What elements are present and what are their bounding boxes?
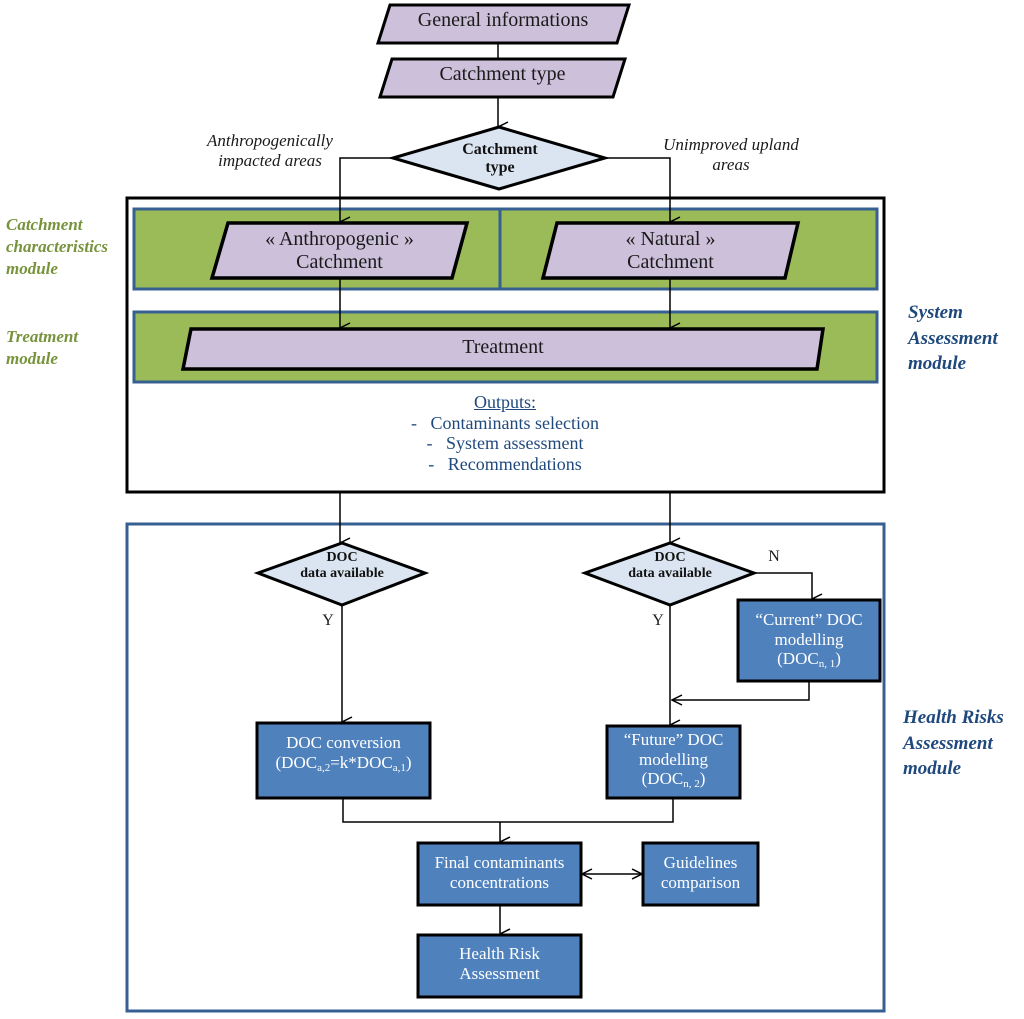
catchment-type-input-shape: [377, 57, 628, 99]
outputs-item: - Recommendations: [300, 454, 710, 475]
doc-decision-left-label: DOC data available: [282, 550, 402, 582]
tm-line1: Treatment: [6, 327, 79, 346]
anthropogenic-catchment-label: « Anthropogenic » Catchment: [212, 228, 467, 274]
anthro-line1: « Anthropogenic »: [265, 228, 414, 250]
hra-line1: Health Risk: [459, 944, 540, 963]
treatment-shape: [180, 327, 826, 371]
decision-line2: type: [485, 159, 515, 177]
docconv-line1: DOC conversion: [286, 733, 401, 752]
health-risk-assessment-box: [416, 933, 583, 999]
current-doc-box: [736, 598, 882, 683]
general-info-shape: [375, 3, 632, 45]
bullet-dash: -: [426, 433, 433, 454]
final-concentrations-label: Final contaminants concentrations: [418, 853, 581, 892]
branch-right-line1: Unimproved upland: [663, 135, 799, 154]
yes-label-right: Y: [652, 612, 664, 629]
natural-line2: Catchment: [627, 251, 714, 273]
future-line1: “Future” DOC: [623, 730, 724, 749]
treatment-module-label: Treatment module: [6, 326, 126, 370]
ccm-line1: Catchment: [6, 215, 83, 234]
guide-line2: comparison: [660, 872, 741, 892]
output-item-text: Contaminants selection: [430, 412, 599, 433]
future-doc-box: [605, 724, 742, 800]
catchment-type-decision-shape: [387, 125, 611, 191]
no-label: N: [768, 548, 780, 565]
branch-right-line2: areas: [712, 154, 750, 174]
health-risk-assessment-label: Health Risk Assessment: [418, 944, 581, 983]
anthro-line2: Catchment: [296, 251, 383, 273]
natural-catchment-label: « Natural » Catchment: [543, 228, 798, 274]
guide-line1: Guidelines: [663, 853, 738, 872]
natural-catchment-shape: [540, 221, 801, 280]
branch-label-anthropogenic: Anthropogenically impacted areas: [180, 131, 360, 170]
health-risks-frame: [125, 522, 886, 1013]
yes-label-left: Y: [322, 612, 334, 629]
current-doc-label: “Current” DOC modelling (DOCn, 1): [738, 610, 880, 671]
hrm-line2: Assessment: [903, 732, 993, 754]
docr-line1: DOC: [654, 550, 686, 565]
anthropogenic-catchment-shape: [209, 221, 470, 280]
outputs-item: - System assessment: [300, 433, 710, 454]
ccm-line2: characteristics: [6, 237, 108, 257]
general-info-label: General informations: [417, 9, 589, 31]
future-line2: modelling: [639, 749, 708, 769]
catchment-type-decision-label: Catchment type: [420, 141, 580, 178]
decision-line1: Catchment: [462, 141, 538, 158]
guidelines-label: Guidelines comparison: [643, 853, 758, 892]
docr-line2: data available: [628, 566, 712, 582]
health-risks-module-label: Health Risks Assessment module: [903, 705, 1024, 782]
doc-conversion-box: [255, 721, 432, 800]
hrm-line3: module: [903, 758, 962, 780]
catchment-characteristics-module-label: Catchment characteristics module: [6, 214, 126, 280]
sam-line1: System: [908, 302, 963, 323]
sam-line3: module: [908, 353, 967, 375]
final-concentrations-box: [416, 841, 583, 907]
hra-line2: Assessment: [459, 963, 540, 983]
tm-line2: module: [6, 349, 58, 369]
outputs-title: Outputs:: [473, 392, 536, 412]
docconv-formula: (DOCa,2=k*DOCa,1): [275, 752, 412, 774]
outputs-list: Outputs: - Contaminants selection - Syst…: [300, 392, 710, 475]
outputs-item: - Contaminants selection: [300, 413, 710, 434]
final-line1: Final contaminants: [434, 853, 565, 872]
sam-line2: Assessment: [908, 327, 998, 349]
bullet-dash: -: [411, 412, 418, 433]
output-item-text: System assessment: [446, 433, 584, 454]
branch-left-line1: Anthropogenically: [207, 131, 333, 150]
bullet-dash: -: [428, 454, 435, 475]
doc-conversion-label: DOC conversion (DOCa,2=k*DOCa,1): [257, 733, 430, 774]
ccm-line3: module: [6, 259, 58, 279]
future-line3: (DOCn, 2): [641, 769, 706, 791]
hrm-line1: Health Risks: [903, 707, 1004, 728]
guidelines-box: [641, 841, 760, 907]
branch-label-upland: Unimproved upland areas: [636, 135, 826, 174]
current-line2: modelling: [774, 629, 844, 649]
future-doc-label: “Future” DOC modelling (DOCn, 2): [607, 730, 740, 791]
docl-line1: DOC: [326, 550, 358, 565]
final-line2: concentrations: [449, 872, 550, 892]
treatment-label: Treatment: [462, 336, 544, 358]
current-line3: (DOCn, 1): [777, 649, 841, 671]
docl-line2: data available: [300, 566, 384, 582]
system-assessment-module-label: System Assessment module: [908, 300, 1024, 377]
branch-left-line2: impacted areas: [218, 150, 322, 170]
current-line1: “Current” DOC: [755, 610, 863, 629]
natural-line1: « Natural »: [625, 228, 716, 250]
doc-decision-right-label: DOC data available: [610, 550, 730, 582]
catchment-type-input-label: Catchment type: [439, 63, 566, 85]
output-item-text: Recommendations: [447, 454, 582, 475]
